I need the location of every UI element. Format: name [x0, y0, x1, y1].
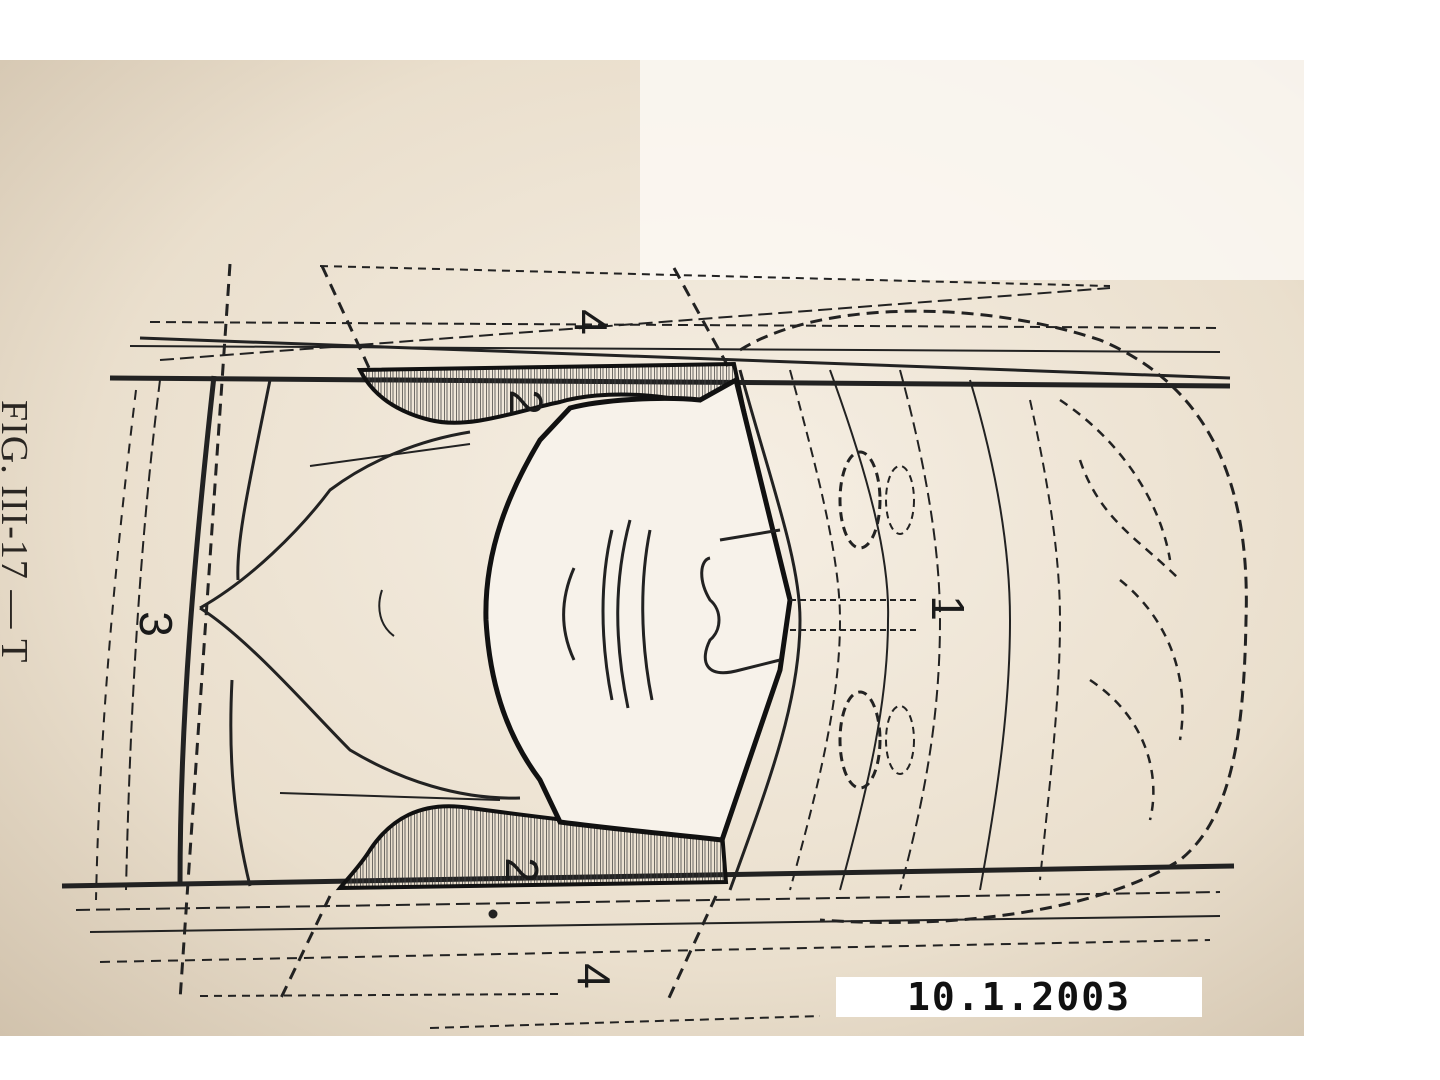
zone-label-3: 3	[130, 611, 182, 637]
zone-label-1: 1	[922, 595, 974, 621]
zone-label-2-top: 2	[500, 389, 552, 415]
zone-label-4-bottom: 4	[568, 963, 620, 989]
figure-caption: FIG. III-17 — T	[0, 400, 36, 663]
date-stamp: 10.1.2003	[836, 977, 1202, 1017]
bright-corner	[640, 60, 1304, 280]
zone-label-4-top: 4	[565, 309, 617, 335]
zone-label-2-bottom: 2	[496, 857, 548, 883]
anatomical-figure: 4 2 3 1 2 4	[0, 60, 1304, 1036]
photographed-page: 4 2 3 1 2 4 FIG. III-17 — T	[0, 60, 1304, 1036]
